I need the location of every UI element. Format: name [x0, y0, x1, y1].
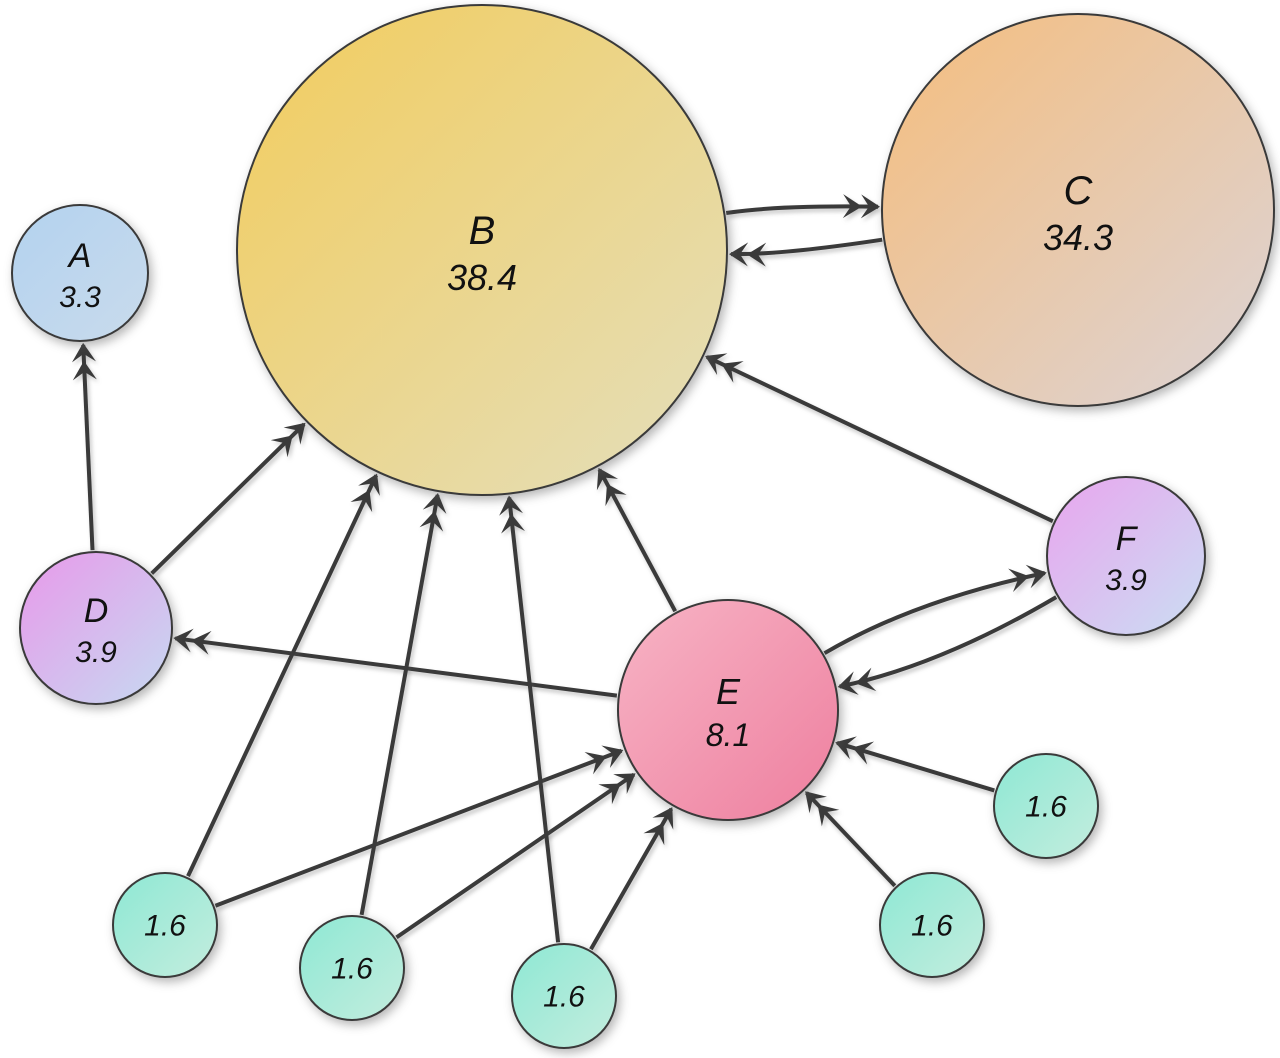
edge-I-to-E [589, 807, 674, 951]
edge-G-to-E [214, 745, 624, 908]
node-B-group: B38.4 [236, 4, 728, 496]
node-circle-J [879, 872, 985, 978]
node-value-F: 3.9 [1105, 564, 1147, 597]
node-value-C: 34.3 [1043, 217, 1113, 258]
node-label-B: B [469, 209, 496, 253]
node-1.6-group: 1.6 [993, 753, 1099, 859]
edge-B-to-C [725, 194, 880, 219]
node-circle-C [881, 13, 1275, 407]
edge-G-to-B [186, 473, 380, 877]
edge-E-to-F [823, 564, 1047, 655]
node-circle-K [993, 753, 1099, 859]
node-circle-E [617, 599, 839, 821]
node-1.6-group: 1.6 [112, 872, 218, 978]
edge-I-to-B [499, 495, 561, 943]
edge-F-to-B [705, 353, 1054, 524]
node-value-H: 1.6 [331, 953, 373, 986]
node-E-group: E 8.1 [617, 599, 839, 821]
node-label-A: A [67, 237, 92, 275]
edge-D-to-A [71, 342, 97, 551]
node-label-F: F [1116, 520, 1139, 558]
node-1.6-group: 1.6 [299, 915, 405, 1021]
edges-layer [71, 194, 1058, 951]
edge-E-to-D [173, 628, 618, 698]
node-C-group: C34.3 [881, 13, 1275, 407]
node-label-E: E [716, 671, 741, 712]
node-value-G: 1.6 [144, 910, 186, 943]
edge-H-to-E [395, 772, 636, 940]
node-circle-G [112, 872, 218, 978]
edge-J-to-E [805, 791, 897, 888]
node-F-group: F 3.9 [1046, 476, 1206, 636]
edge-D-to-B [150, 422, 306, 575]
node-value-J: 1.6 [911, 910, 953, 943]
node-value-B: 38.4 [447, 257, 517, 298]
node-circle-D [19, 551, 173, 705]
node-value-I: 1.6 [543, 981, 585, 1014]
node-D-group: D 3.9 [19, 551, 173, 705]
edge-C-to-B [729, 237, 883, 267]
node-value-D: 3.9 [75, 636, 117, 669]
node-circle-B [236, 4, 728, 496]
node-1.6-group: 1.6 [879, 872, 985, 978]
edge-H-to-B [359, 493, 447, 916]
nodes-layer: A 3.3 B38.4 C34.3D 3.9E 8.1 F 3.9 1.6 1.6 1.6 1.6 1.… [11, 4, 1275, 1049]
node-circle-A [11, 204, 149, 342]
node-value-A: 3.3 [59, 281, 101, 314]
node-A-group: A 3.3 [11, 204, 149, 342]
node-value-E: 8.1 [706, 717, 750, 753]
edge-E-to-B [596, 467, 677, 613]
edge-F-to-E [837, 595, 1058, 695]
node-label-D: D [84, 592, 109, 630]
node-1.6-group: 1.6 [511, 943, 617, 1049]
node-value-K: 1.6 [1025, 791, 1067, 824]
node-circle-F [1046, 476, 1206, 636]
edge-K-to-E [835, 736, 995, 793]
node-circle-I [511, 943, 617, 1049]
node-circle-H [299, 915, 405, 1021]
node-label-C: C [1064, 169, 1094, 213]
